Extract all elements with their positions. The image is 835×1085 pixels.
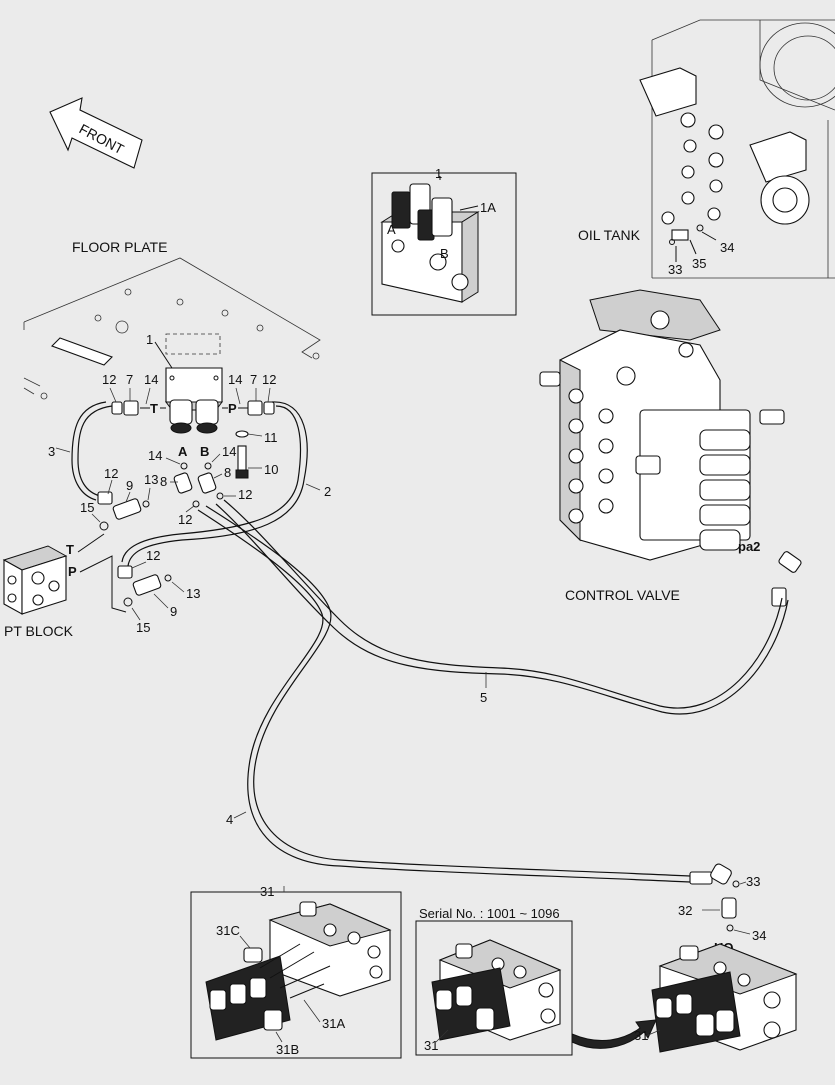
callout-31B: 31B <box>276 1042 299 1057</box>
pilot-valve-inset <box>371 172 517 316</box>
callout-14b: 14 <box>228 372 242 387</box>
callout-1A: 1A <box>480 200 496 215</box>
floor-plate-label: FLOOR PLATE <box>72 239 167 255</box>
callout-13b: 13 <box>186 586 200 601</box>
callout-12f: 12 <box>146 548 160 563</box>
callout-3: 3 <box>48 444 55 459</box>
pt-block <box>2 545 68 615</box>
callout-7b: 7 <box>250 372 257 387</box>
callout-34b: 34 <box>752 928 766 943</box>
callout-31-serial: 31 <box>424 1038 438 1053</box>
callout-31A: 31A <box>322 1016 345 1031</box>
callout-12e: 12 <box>104 466 118 481</box>
callout-33a: 33 <box>668 262 682 277</box>
callout-31C: 31C <box>216 923 240 938</box>
callout-12a: 12 <box>102 372 116 387</box>
p-side-fittings <box>222 400 275 416</box>
callout-12c: 12 <box>178 512 192 527</box>
callout-12d: 12 <box>238 487 252 502</box>
ab-fittings <box>173 462 224 508</box>
port-B-label: B <box>200 444 209 459</box>
callout-8a: 8 <box>160 474 167 489</box>
oil-tank <box>639 19 835 279</box>
callout-10: 10 <box>264 462 278 477</box>
callout-9b: 9 <box>170 604 177 619</box>
callout-32: 32 <box>678 903 692 918</box>
pilot-valve <box>165 367 223 434</box>
serial-label: Serial No. : 1001 ~ 1096 <box>419 906 560 921</box>
callout-33b: 33 <box>746 874 760 889</box>
callout-31-right: 31 <box>634 1028 648 1043</box>
hose-4 <box>205 505 691 877</box>
callout-13a: 13 <box>144 472 158 487</box>
callout-31-box: 31 <box>260 884 274 899</box>
callout-15b: 15 <box>136 620 150 635</box>
inset-port-B: B <box>440 246 449 261</box>
port-P-label: P <box>228 401 237 416</box>
inset-port-A: A <box>387 222 396 237</box>
pa2-elbow-fitting <box>771 551 802 607</box>
valve-31-exploded <box>205 901 392 1041</box>
floor-plate <box>23 257 321 400</box>
callout-7a: 7 <box>126 372 133 387</box>
pt-t-fittings <box>97 491 150 531</box>
t-side-fittings <box>111 400 150 416</box>
valve-31-serial <box>431 939 562 1041</box>
callout-8b: 8 <box>224 465 231 480</box>
bolt-and-washer <box>235 430 249 479</box>
pt-port-T: T <box>66 542 74 557</box>
callout-14c: 14 <box>148 448 162 463</box>
callout-11: 11 <box>264 430 278 445</box>
callout-1-inset: 1 <box>435 166 442 181</box>
ho-fittings <box>689 863 740 932</box>
control-valve <box>539 289 785 561</box>
callout-35: 35 <box>692 256 706 271</box>
front-arrow: FRONT <box>49 97 143 169</box>
callout-34a: 34 <box>720 240 734 255</box>
valve-31-right <box>651 943 798 1053</box>
pt-port-P: P <box>68 564 77 579</box>
callout-1: 1 <box>146 332 153 347</box>
hose-2 <box>121 405 302 563</box>
port-T-label: T <box>150 401 158 416</box>
callout-12b: 12 <box>262 372 276 387</box>
callout-15a: 15 <box>80 500 94 515</box>
callout-5: 5 <box>480 690 487 705</box>
port-pa2-label: pa2 <box>738 539 760 554</box>
callout-14a: 14 <box>144 372 158 387</box>
transition-arrow <box>571 1019 657 1049</box>
callout-9a: 9 <box>126 478 133 493</box>
hose-5 <box>223 499 783 709</box>
pt-block-label: PT BLOCK <box>4 623 74 639</box>
pt-p-fittings <box>117 565 172 607</box>
hose-3 <box>77 405 113 497</box>
control-valve-label: CONTROL VALVE <box>565 587 680 603</box>
callout-4: 4 <box>226 812 233 827</box>
callout-2: 2 <box>324 484 331 499</box>
callout-14d: 14 <box>222 444 236 459</box>
port-A-label: A <box>178 444 188 459</box>
oil-tank-label: OIL TANK <box>578 227 641 243</box>
